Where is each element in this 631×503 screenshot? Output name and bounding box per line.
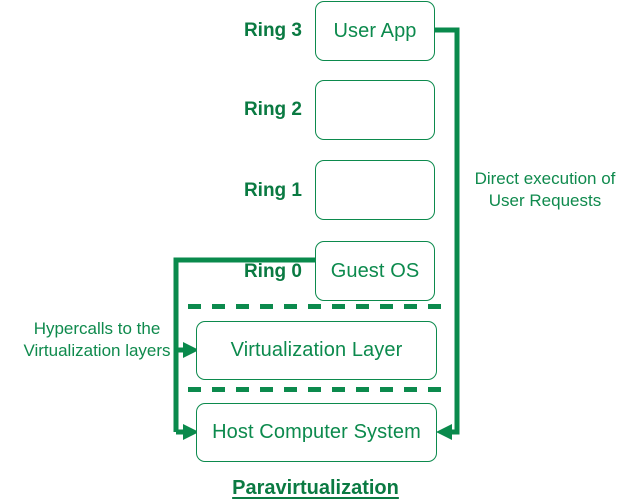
host-arrowhead [183,424,199,440]
node-virtualization-layer[interactable]: Virtualization Layer [196,321,437,380]
node-user-app[interactable]: User App [315,1,435,61]
user-app-to-host-arrowhead [436,424,452,440]
ring-label-3: Ring 3 [243,20,302,41]
diagram-title: Paravirtualization [232,477,399,499]
node-ring1-empty[interactable] [315,160,435,220]
node-host-computer-system[interactable]: Host Computer System [196,403,437,462]
user-app-to-host-connector [435,27,460,435]
virtualization-arrowhead [183,342,199,358]
node-ring2-empty[interactable] [315,80,435,140]
ring-label-1: Ring 1 [243,180,302,201]
ring-label-0: Ring 0 [243,261,302,282]
annotation-hypercalls: Hypercalls to the Virtualization layers [23,319,171,360]
node-guest-os[interactable]: Guest OS [315,241,435,301]
guest-os-left-rail [173,257,315,432]
annotation-direct-execution: Direct execution of User Requests [474,169,616,210]
ring-label-2: Ring 2 [243,99,302,120]
